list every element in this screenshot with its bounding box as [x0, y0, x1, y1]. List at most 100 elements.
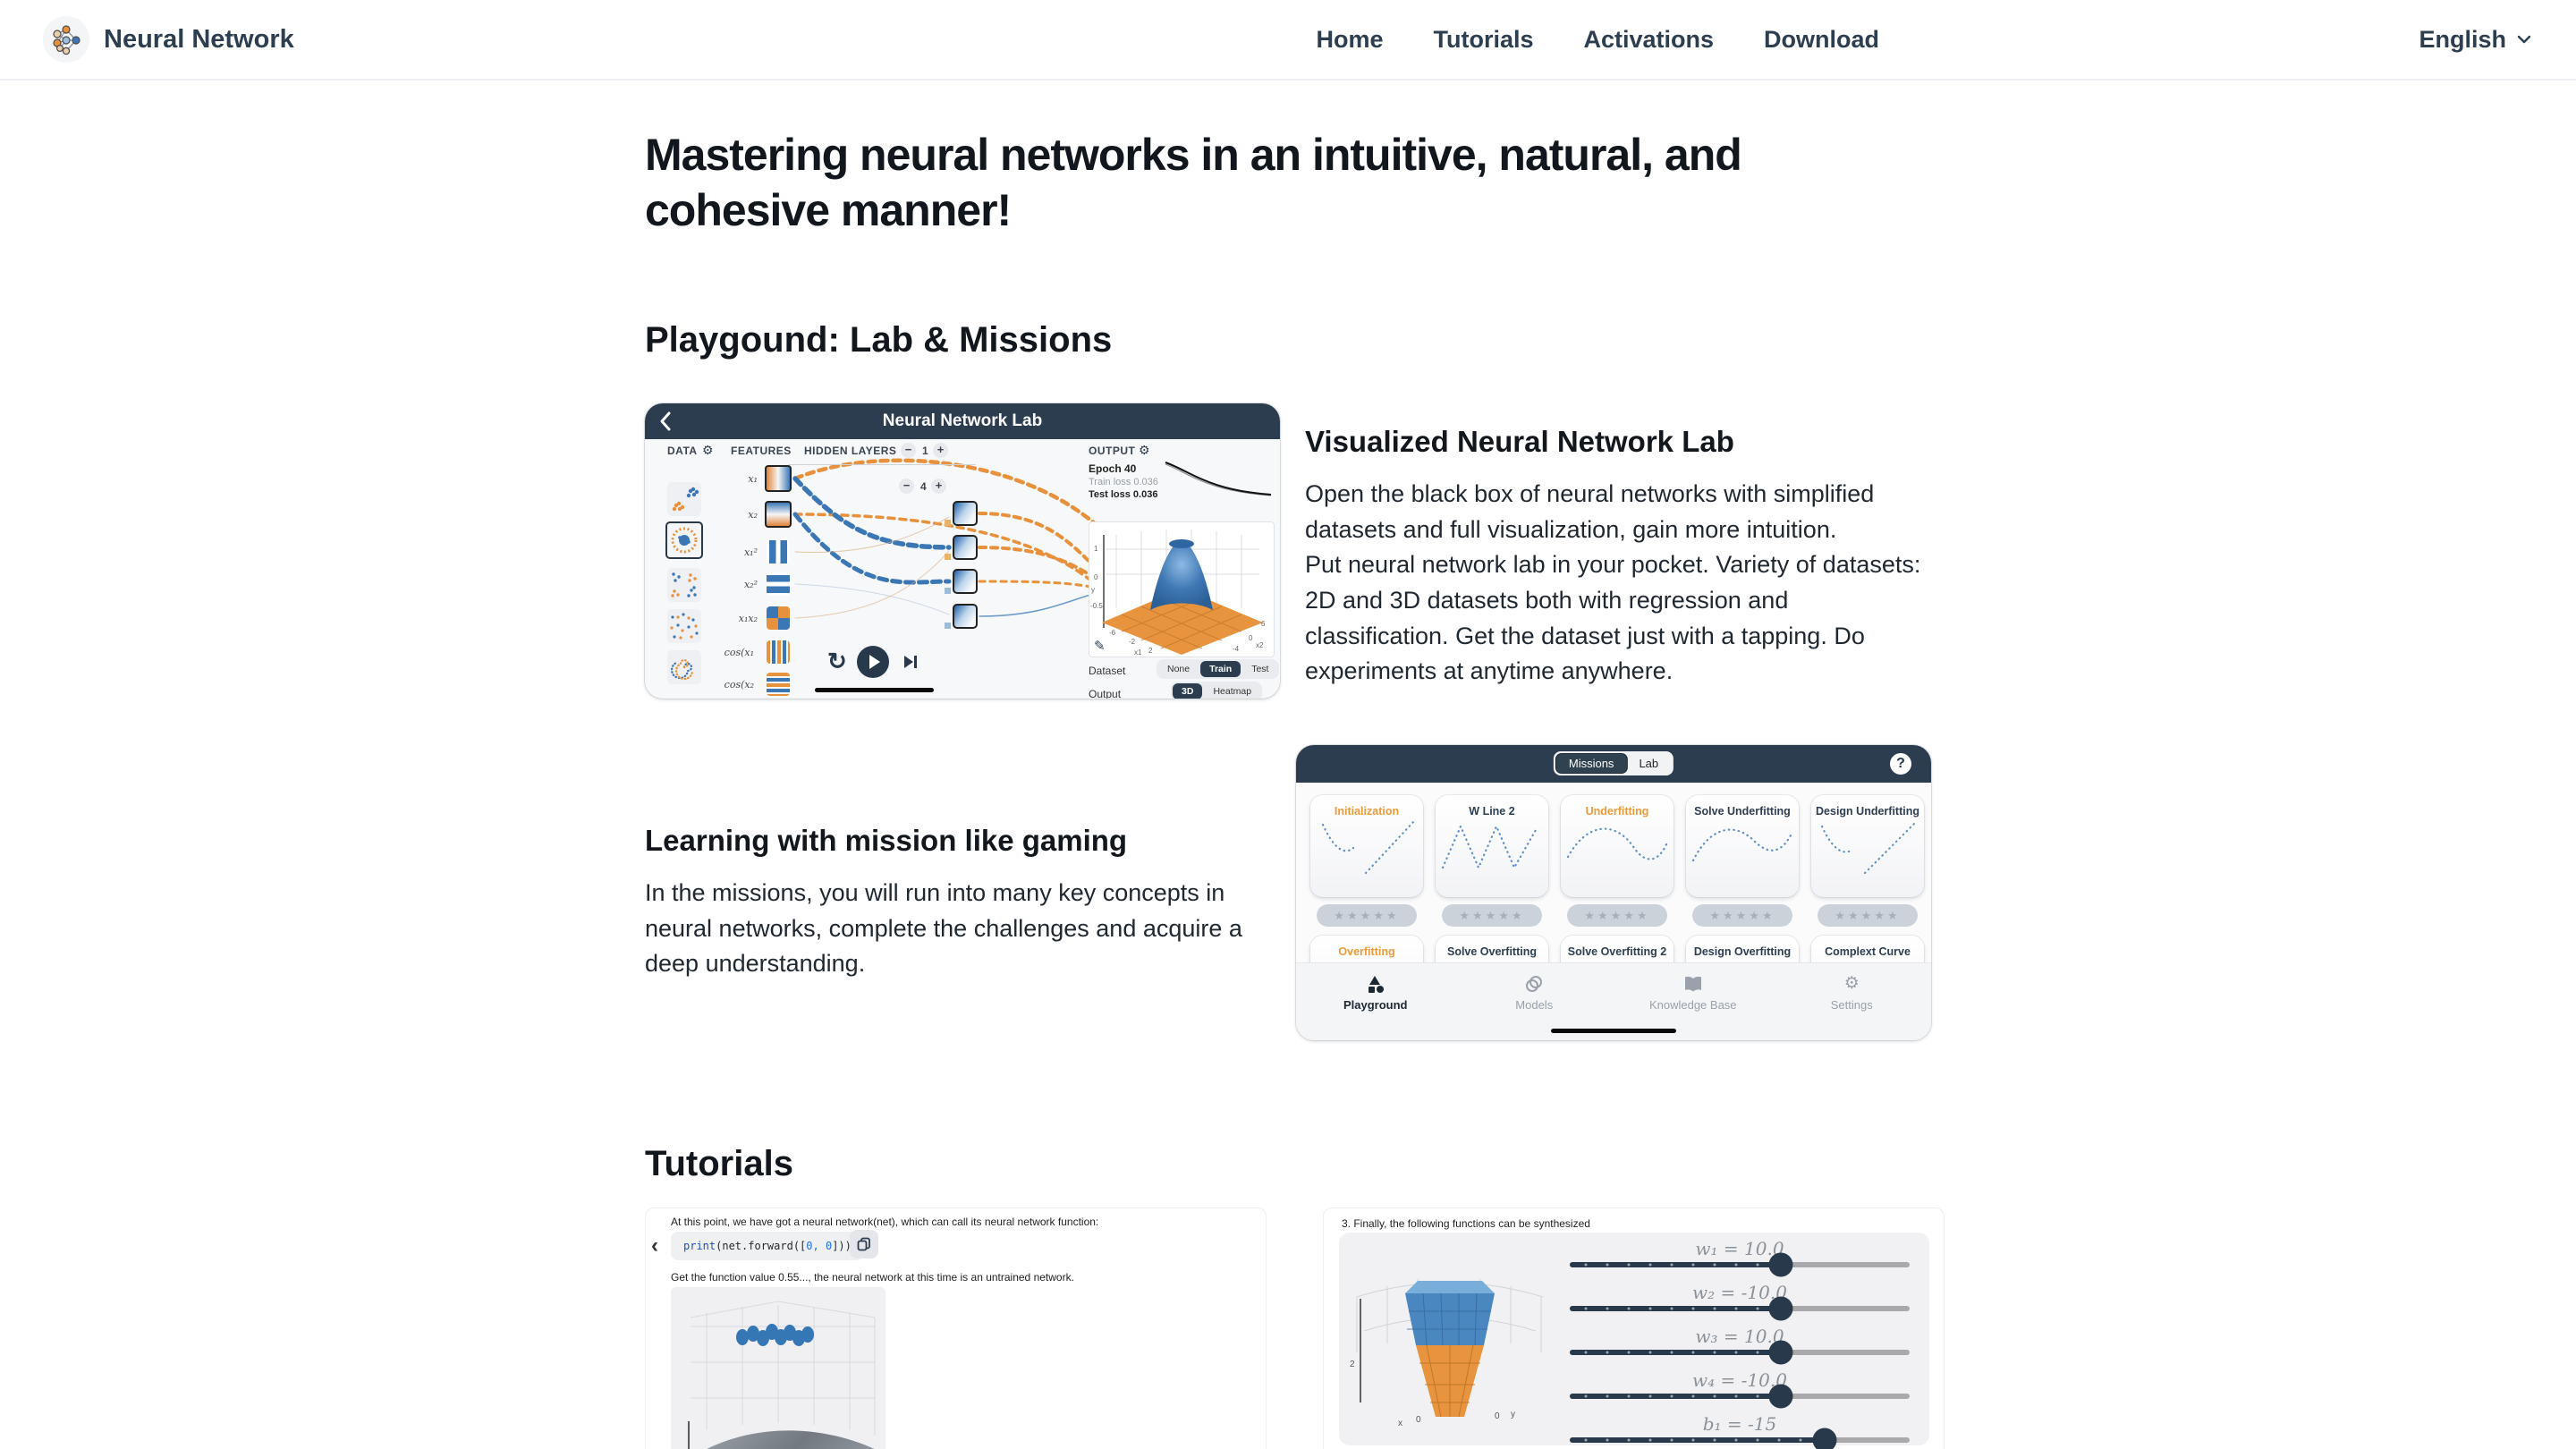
- nav-link-activations[interactable]: Activations: [1583, 25, 1715, 53]
- slider-b1-handle[interactable]: [1812, 1428, 1837, 1449]
- missions-lab-toggle: Missions Lab: [1553, 751, 1674, 775]
- mission-rating-w-line-2[interactable]: ★★★★★: [1442, 904, 1542, 927]
- svg-text:y: y: [1511, 1410, 1515, 1419]
- feature-label-x1sq: x₁²: [743, 547, 758, 558]
- settings-gear-icon: ⚙: [1843, 974, 1860, 993]
- data-column-label: DATA: [667, 445, 698, 457]
- nav-link-download[interactable]: Download: [1764, 25, 1880, 53]
- language-selector[interactable]: English: [2419, 26, 2533, 54]
- feature-x1[interactable]: [765, 465, 792, 492]
- hidden-layers-count: 1: [922, 445, 928, 457]
- missions-grid: Initialization W Line 2 Underfitting: [1296, 783, 1931, 1040]
- add-layer-button[interactable]: +: [933, 443, 948, 458]
- mission-rating-underfitting[interactable]: ★★★★★: [1567, 904, 1667, 927]
- output-option-3d[interactable]: 3D: [1173, 683, 1203, 699]
- tabbar-item-models[interactable]: Models: [1455, 963, 1614, 1040]
- slider-w3-track[interactable]: [1570, 1340, 1910, 1365]
- slider-w1: w₁ = 10.0: [1570, 1238, 1910, 1277]
- feature-x2[interactable]: [765, 501, 792, 528]
- slider-w2-handle[interactable]: [1768, 1296, 1793, 1321]
- slider-w4-handle[interactable]: [1768, 1384, 1793, 1409]
- slider-w4-track[interactable]: [1570, 1384, 1910, 1409]
- slider-w1-label: w₁ = 10.0: [1695, 1238, 1784, 1259]
- lab-row: Neural Network Lab: [645, 403, 1931, 699]
- slider-w1-track[interactable]: [1570, 1252, 1910, 1277]
- mission-card-underfitting[interactable]: Underfitting: [1561, 795, 1674, 897]
- copy-code-button[interactable]: [850, 1230, 878, 1258]
- slider-w1-handle[interactable]: [1768, 1252, 1793, 1277]
- mission-card-design-underfitting[interactable]: Design Underfitting: [1811, 795, 1924, 897]
- chevron-down-icon: [2517, 35, 2531, 44]
- features-column-label: FEATURES: [731, 445, 792, 457]
- toggle-lab[interactable]: Lab: [1639, 757, 1659, 770]
- mission-thumb: [1321, 819, 1416, 875]
- tutorial-card-right: 3. Finally, the following functions can …: [1323, 1208, 1945, 1449]
- remove-neuron-button[interactable]: −: [899, 479, 914, 494]
- dataset-thumb-random[interactable]: [667, 609, 701, 643]
- slider-w2-track[interactable]: [1570, 1296, 1910, 1321]
- missions-description: Learning with mission like gaming In the…: [645, 745, 1271, 1040]
- add-neuron-button[interactable]: +: [931, 479, 946, 494]
- slider-w3: w₃ = 10.0: [1570, 1326, 1910, 1365]
- play-button[interactable]: [857, 646, 889, 678]
- missions-description-para: In the missions, you will run into many …: [645, 879, 1242, 978]
- feature-x1x2[interactable]: [767, 606, 790, 630]
- reset-button-icon[interactable]: ↻: [827, 648, 847, 674]
- training-progress-bar[interactable]: [815, 688, 934, 692]
- tabbar-item-knowledge-base[interactable]: Knowledge Base: [1614, 963, 1773, 1040]
- feature-cos-x2[interactable]: [767, 673, 790, 696]
- output-option-heatmap[interactable]: Heatmap: [1213, 686, 1252, 697]
- neuron-4[interactable]: [945, 604, 978, 629]
- loss-curve: [1165, 462, 1272, 496]
- toggle-missions[interactable]: Missions: [1555, 754, 1627, 773]
- slider-w2-label: w₂ = -10.0: [1692, 1282, 1787, 1303]
- mission-rating-initialization[interactable]: ★★★★★: [1317, 904, 1417, 927]
- dataset-option-none[interactable]: None: [1167, 664, 1191, 674]
- dataset-thumb-spiral[interactable]: [667, 650, 701, 684]
- tutorial-right-para1: 3. Finally, the following functions can …: [1342, 1217, 1590, 1230]
- carousel-prev-icon[interactable]: ‹: [651, 1233, 658, 1258]
- mission-card-w-line-2[interactable]: W Line 2: [1436, 795, 1548, 897]
- neuron-2[interactable]: [945, 535, 978, 560]
- dataset-option-test[interactable]: Test: [1251, 664, 1269, 674]
- dataset-thumb-circle-selected[interactable]: [665, 521, 703, 559]
- test-loss-label: Test loss 0.036: [1089, 489, 1158, 500]
- mission-thumb: [1441, 824, 1538, 870]
- train-loss-label: Train loss 0.036: [1089, 477, 1158, 487]
- mission-card-initialization[interactable]: Initialization: [1310, 795, 1423, 897]
- knowledge-base-icon: [1684, 976, 1701, 992]
- edit-pencil-icon[interactable]: ✎: [1094, 639, 1106, 654]
- slider-b1-track[interactable]: [1570, 1428, 1910, 1449]
- nav-link-tutorials[interactable]: Tutorials: [1433, 25, 1534, 53]
- mission-thumb: [1566, 827, 1668, 860]
- nav-link-home[interactable]: Home: [1316, 25, 1384, 53]
- dataset-thumb-gaussian[interactable]: [667, 482, 701, 516]
- help-icon[interactable]: ?: [1890, 753, 1911, 775]
- svg-text:1: 1: [1094, 545, 1098, 553]
- tutorial-card-left: ‹ At this point, we have got a neural ne…: [645, 1208, 1267, 1449]
- dataset-thumb-xor[interactable]: [667, 568, 701, 602]
- data-settings-gear-icon[interactable]: ⚙: [702, 443, 714, 457]
- slider-w3-handle[interactable]: [1768, 1340, 1793, 1365]
- mission-rating-solve-underfitting[interactable]: ★★★★★: [1692, 904, 1792, 927]
- lab-description-para1: Open the black box of neural networks wi…: [1305, 480, 1875, 543]
- output-settings-gear-icon[interactable]: ⚙: [1139, 443, 1150, 457]
- feature-cos-x1[interactable]: [767, 640, 790, 664]
- mission-card-solve-underfitting[interactable]: Solve Underfitting: [1686, 795, 1799, 897]
- feature-x2-squared[interactable]: [767, 572, 790, 596]
- tabbar-item-settings[interactable]: ⚙ Settings: [1830, 974, 1873, 1012]
- back-icon[interactable]: [659, 411, 672, 431]
- svg-text:0: 0: [1094, 573, 1098, 581]
- main-content: Mastering neural networks in an intuitiv…: [645, 127, 1945, 1449]
- slider-w3-label: w₃ = 10.0: [1695, 1326, 1784, 1347]
- neuron-1[interactable]: [945, 501, 978, 526]
- feature-x1-squared[interactable]: [767, 540, 790, 564]
- dataset-option-train[interactable]: Train: [1200, 661, 1241, 677]
- tabbar-item-playground[interactable]: Playground: [1296, 963, 1455, 1040]
- step-forward-icon[interactable]: [902, 654, 919, 670]
- remove-layer-button[interactable]: −: [901, 443, 916, 458]
- untrained-network-3d-plot: 0.4 0.2 -1 0 2 1 0 y: [671, 1287, 886, 1449]
- neuron-3[interactable]: [945, 569, 978, 594]
- mission-rating-design-underfitting[interactable]: ★★★★★: [1818, 904, 1918, 927]
